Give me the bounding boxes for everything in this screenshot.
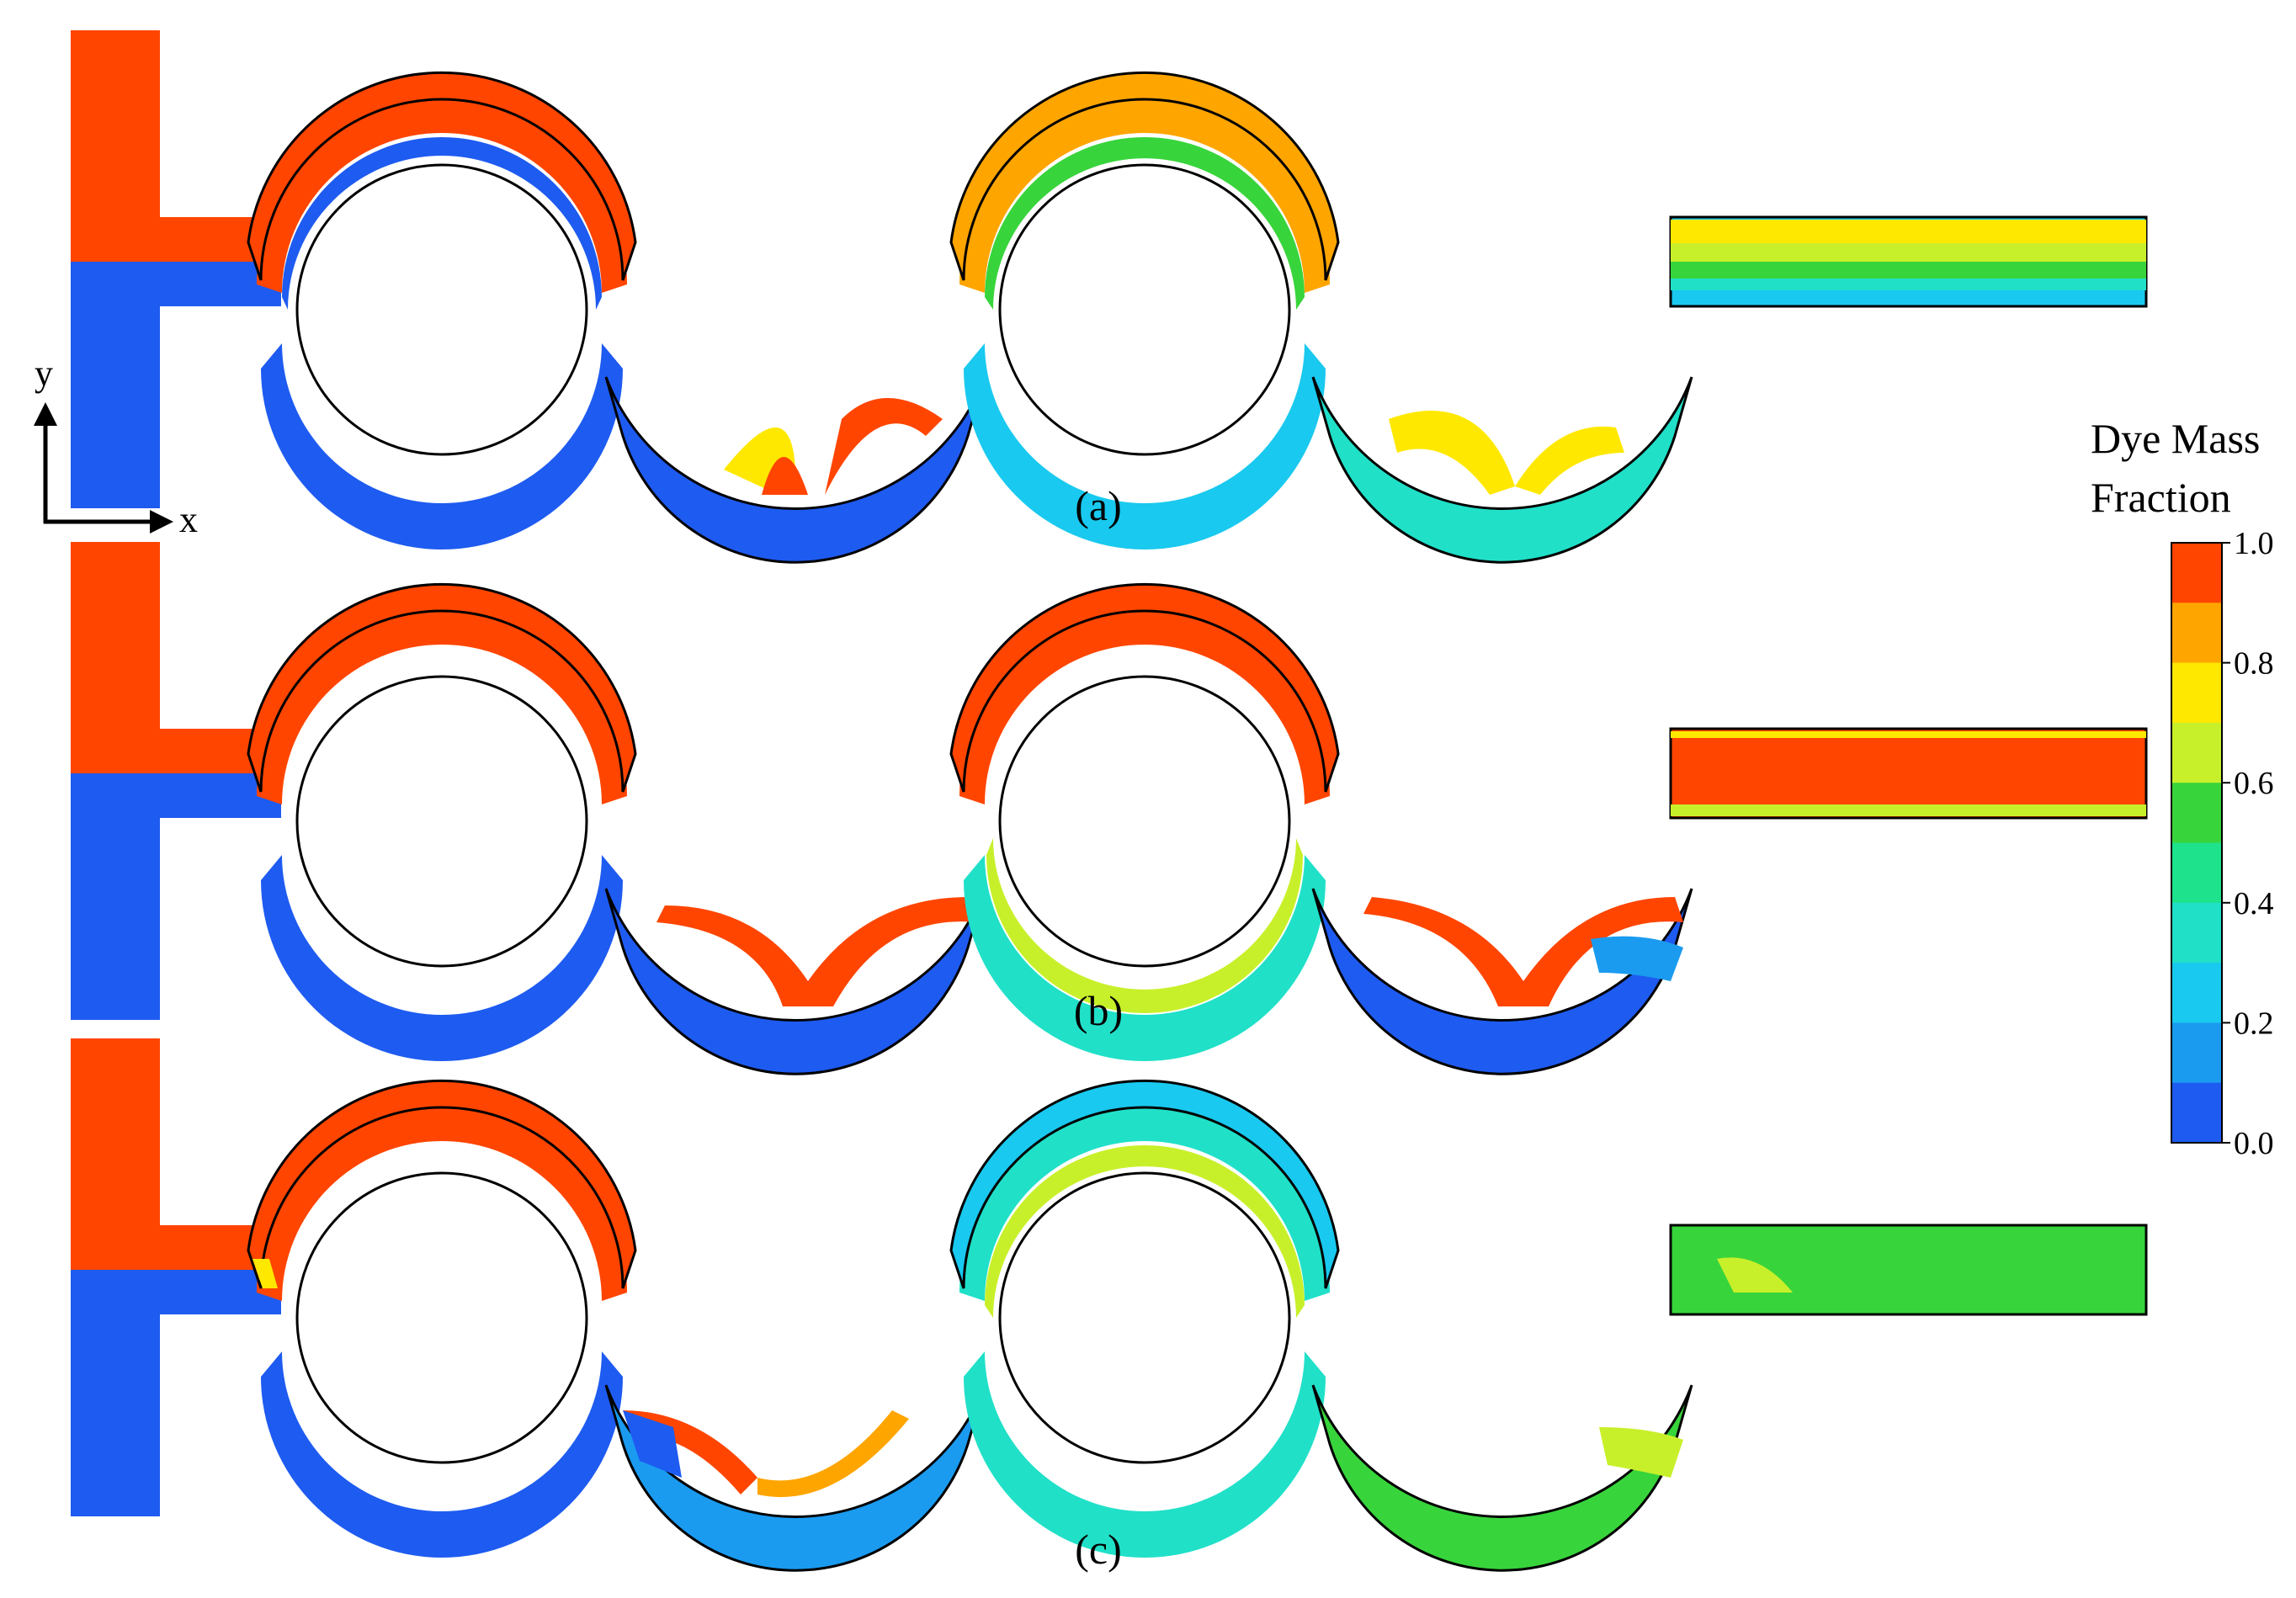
ring2-upper-band: [959, 99, 1330, 293]
colorbar-level: [2171, 1022, 2222, 1084]
x-axis-arrowhead-icon: [150, 510, 173, 534]
panel-c-contour: [71, 1038, 2148, 1572]
panel-c-label: (c): [1075, 1526, 1122, 1573]
ring2-lower-band: [964, 343, 1326, 549]
colorbar-level: [2171, 722, 2222, 783]
ring1-upper-band: [257, 99, 627, 293]
colorbar-levels: [2171, 543, 2222, 1144]
inlet-dye-region: [71, 30, 160, 232]
ring2-hole: [998, 163, 1291, 456]
colorbar-tick-label: 0.8: [2234, 646, 2274, 682]
colorbar-level: [2171, 543, 2222, 603]
ring1-hole: [295, 163, 588, 456]
panel-a-contour: [71, 30, 2148, 564]
colorbar-level: [2171, 603, 2222, 664]
colorbar-level: [2171, 662, 2222, 724]
ring1-lower-band: [261, 343, 623, 549]
colorbar-level: [2171, 842, 2222, 904]
colorbar-tick-label: 0.0: [2234, 1126, 2274, 1161]
colorbar-ticks: 1.0 0.8 0.6 0.4 0.2 0.0: [2222, 526, 2274, 1161]
y-axis-label: y: [35, 353, 53, 394]
colorbar-tick-label: 0.6: [2234, 766, 2274, 801]
colorbar-title-line1: Dye Mass: [2091, 415, 2260, 462]
colorbar-level: [2171, 963, 2222, 1023]
panel-a-label: (a): [1075, 482, 1122, 529]
ring1-hole-b: [295, 675, 588, 968]
colorbar-tick-label: 0.2: [2234, 1006, 2274, 1041]
colorbar-level: [2171, 783, 2222, 843]
colorbar-level: [2171, 1082, 2222, 1144]
coordinate-axes: y x: [34, 353, 198, 540]
panel-b-contour: [71, 542, 2148, 1075]
y-axis-arrowhead-icon: [34, 402, 57, 426]
ring2-hole-c: [998, 1171, 1291, 1464]
colorbar-frame: [2171, 542, 2223, 1144]
x-axis-label: x: [179, 499, 198, 540]
ring1-hole-c: [295, 1171, 588, 1464]
panel-b-label: (b): [1074, 987, 1123, 1034]
lower-arc2: [1311, 376, 1693, 564]
colorbar: Dye Mass Fraction 1.0 0.8 0.6 0.4 0.2 0.0: [2091, 415, 2274, 1161]
colorbar-tick-label: 1.0: [2234, 526, 2274, 561]
ring2-hole-b: [998, 675, 1291, 968]
colorbar-tick-label: 0.4: [2234, 886, 2274, 921]
colorbar-title-line2: Fraction: [2091, 474, 2231, 521]
colorbar-level: [2171, 902, 2222, 964]
